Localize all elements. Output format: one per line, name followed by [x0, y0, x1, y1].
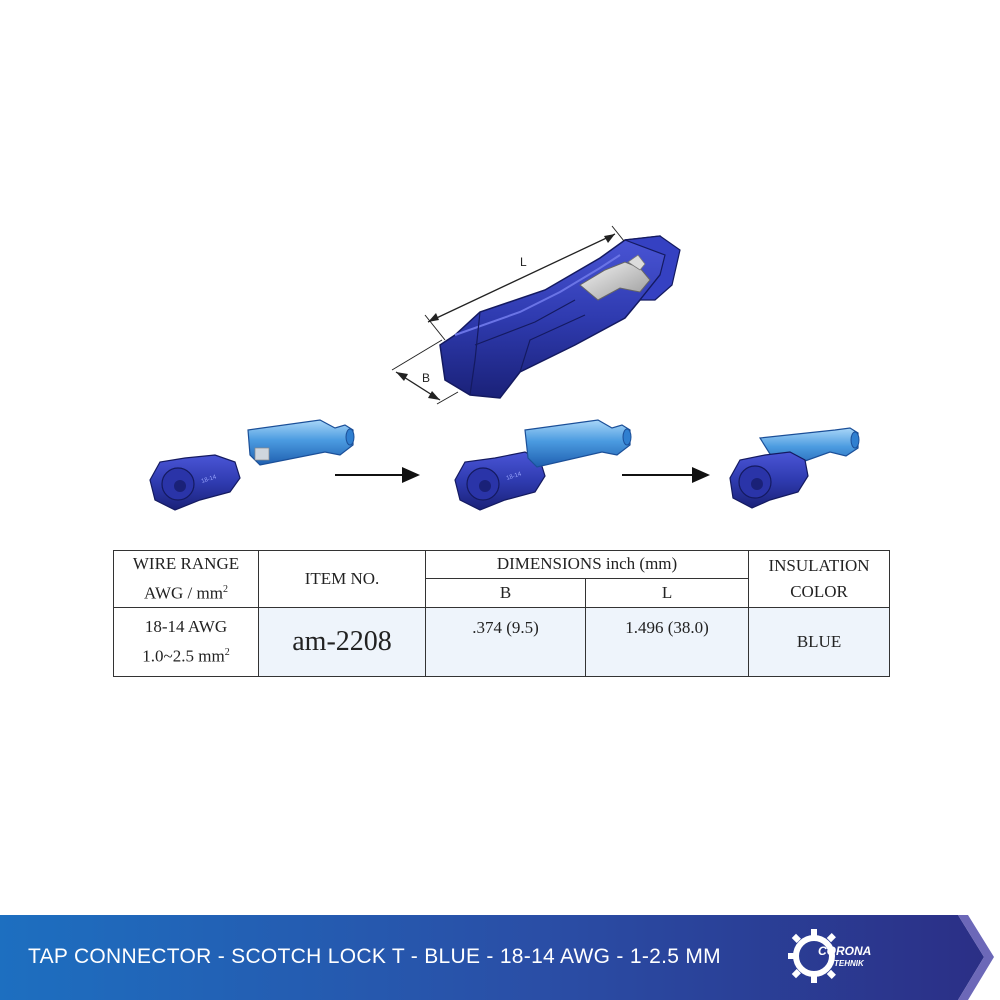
tap-connector-small-2: 18-14 — [454, 451, 546, 511]
dimensions-header: DIMENSIONS inch (mm) — [424, 550, 750, 579]
arrow-2 — [622, 467, 710, 483]
arrow-1 — [335, 467, 420, 483]
item-no-header: ITEM NO. — [258, 550, 426, 608]
product-title: TAP CONNECTOR - SCOTCH LOCK T - BLUE - 1… — [28, 945, 721, 968]
tap-connector-small-1: 18-14 — [149, 454, 241, 511]
wire-range-header-line2: AWG / mm2 — [144, 583, 228, 603]
dimension-l-label: L — [520, 255, 527, 269]
logo-text-tehnik: TEHNIK — [834, 959, 865, 968]
wire-range-cell: 18-14 AWG 1.0~2.5 mm2 — [113, 606, 259, 677]
banner-chevron — [958, 915, 994, 1000]
wire-range-header: WIRE RANGE AWG / mm2 — [113, 550, 259, 608]
corona-tehnik-logo: CORONA TEHNIK — [788, 929, 871, 983]
insulation-color-cell: BLUE — [748, 606, 891, 677]
dimension-b: B — [391, 339, 459, 405]
item-no-cell: am-2208 — [258, 606, 426, 677]
crimp-marking-2: 18-14 — [506, 471, 523, 482]
spade-terminal-2 — [524, 419, 632, 468]
dimension-b-cell: .374 (9.5) — [425, 606, 586, 677]
logo-text-corona: CORONA — [818, 944, 871, 958]
spade-terminal-1 — [247, 419, 355, 466]
product-illustration: L B 18-14 18-14 — [149, 225, 860, 511]
insulation-header-line2: COLOR — [790, 581, 848, 601]
wire-range-header-line1: WIRE RANGE — [132, 554, 240, 573]
dimension-b-label: B — [422, 371, 430, 385]
wire-range-awg: 18-14 AWG — [144, 616, 228, 636]
insulation-header-line1: INSULATION — [768, 555, 870, 575]
spec-table: WIRE RANGE AWG / mm2 ITEM NO. DIMENSIONS… — [113, 550, 891, 677]
insulation-color-header: INSULATION COLOR — [748, 550, 891, 608]
table-row: 18-14 AWG 1.0~2.5 mm2 am-2208 .374 (9.5)… — [113, 606, 891, 677]
dimension-l-header: L — [584, 577, 750, 608]
dimension-l-cell: 1.496 (38.0) — [584, 606, 750, 677]
dimension-b-header: B — [425, 577, 586, 608]
tap-connector-detail — [439, 235, 681, 399]
crimp-marking-1: 18-14 — [201, 474, 218, 485]
dimension-l: L — [424, 225, 625, 341]
tap-connector-assembled — [729, 427, 860, 509]
title-banner — [0, 915, 994, 1000]
wire-range-mm: 1.0~2.5 mm2 — [142, 646, 230, 666]
